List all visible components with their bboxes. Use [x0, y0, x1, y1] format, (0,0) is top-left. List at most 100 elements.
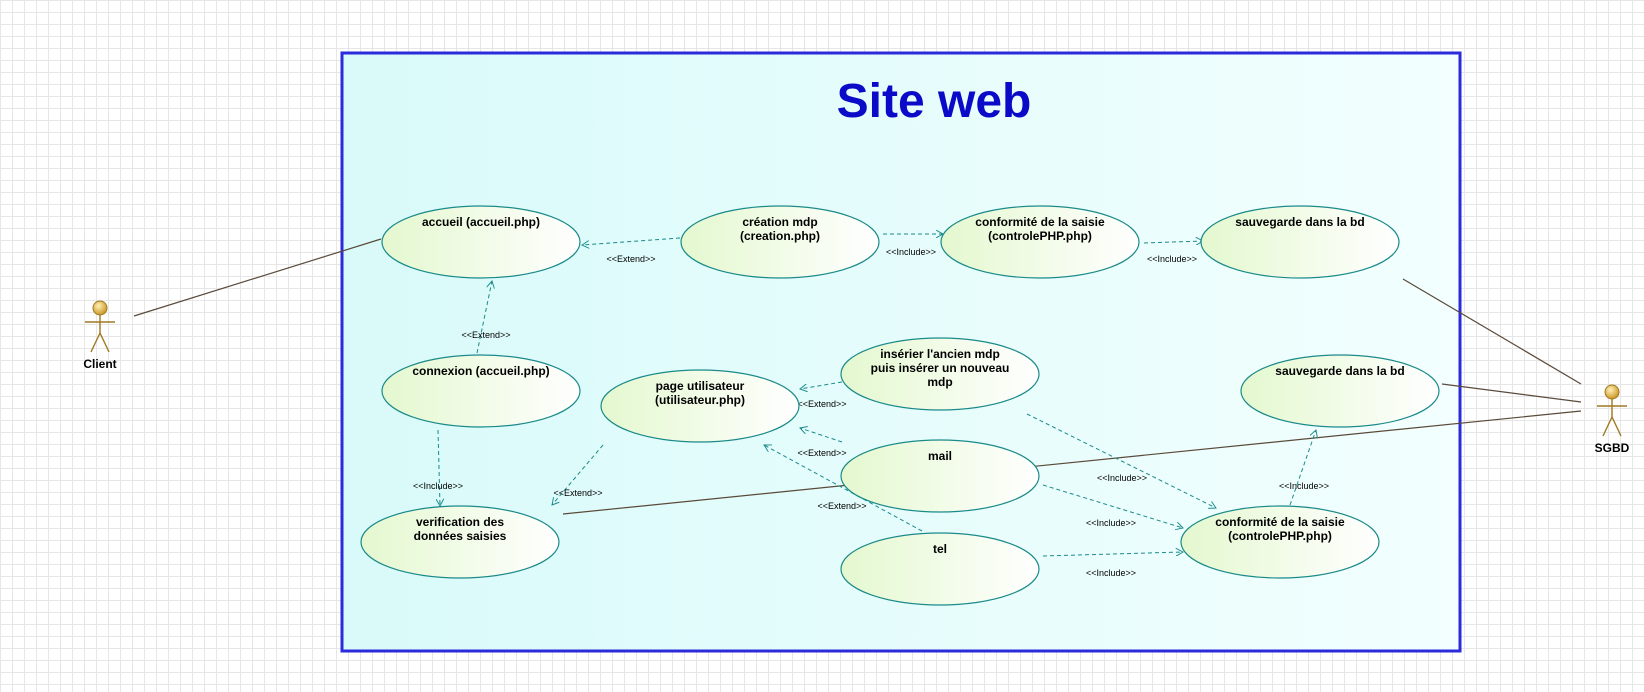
- actor-label: Client: [83, 357, 116, 371]
- use-case-label: création mdp: [742, 215, 817, 229]
- use-case-connexion[interactable]: connexion (accueil.php): [381, 354, 581, 428]
- use-case-label: puis insérer un nouveau: [871, 361, 1010, 375]
- include-relation-connexion-to-verification: <<Include>>: [413, 429, 463, 506]
- include-arrow: [1042, 484, 1183, 528]
- use-case-ellipse[interactable]: [840, 439, 1040, 513]
- use-case-ellipse[interactable]: [381, 354, 581, 428]
- actor-left-leg: [90, 332, 101, 353]
- use-case-conformite-2[interactable]: conformité de la saisie(controlePHP.php): [1180, 505, 1380, 579]
- include-arrow: [1042, 552, 1183, 557]
- use-case-label: tel: [933, 542, 947, 556]
- use-case-label: (controlePHP.php): [988, 229, 1092, 243]
- extend-arrow: [552, 444, 604, 505]
- include-relation-conformite_2-to-sauvegarde_2: <<Include>>: [1279, 430, 1329, 506]
- use-case-label: accueil (accueil.php): [422, 215, 540, 229]
- include-stereotype-label: <<Include>>: [1279, 481, 1329, 491]
- use-case-accueil[interactable]: accueil (accueil.php): [381, 205, 581, 279]
- actor-head-icon: [92, 300, 108, 316]
- actor-sgbd[interactable]: SGBD: [1595, 384, 1630, 455]
- extend-stereotype-label: <<Extend>>: [797, 448, 846, 458]
- use-case-label: données saisies: [414, 529, 507, 543]
- actor-left-leg: [1602, 416, 1613, 437]
- include-arrow: [1026, 413, 1216, 508]
- use-case-label: verification des: [416, 515, 504, 529]
- use-case-label: conformité de la saisie: [1215, 515, 1345, 529]
- use-case-conformite-1[interactable]: conformité de la saisie(controlePHP.php): [940, 205, 1140, 279]
- use-case-ellipse[interactable]: [840, 532, 1040, 606]
- use-case-ellipse[interactable]: [381, 205, 581, 279]
- use-case-creation-mdp[interactable]: création mdp(creation.php): [680, 205, 880, 279]
- use-case-ellipse[interactable]: [680, 205, 880, 279]
- use-case-sauvegarde-1[interactable]: sauvegarde dans la bd: [1200, 205, 1400, 279]
- include-stereotype-label: <<Include>>: [1086, 518, 1136, 528]
- include-arrow: [1143, 241, 1203, 243]
- extend-relation-mail-to-page_utilisateur: <<Extend>>: [797, 428, 847, 458]
- include-stereotype-label: <<Include>>: [1086, 568, 1136, 578]
- include-relation-conformite_1-to-sauvegarde_1: <<Include>>: [1143, 241, 1203, 264]
- use-case-label: conformité de la saisie: [975, 215, 1105, 229]
- extend-relation-page_utilisateur-to-verification: <<Extend>>: [552, 444, 604, 505]
- actor-right-leg: [1611, 416, 1622, 437]
- association-layer: [133, 238, 1582, 515]
- actor-label: SGBD: [1595, 441, 1630, 455]
- extend-relation-inserer_mdp-to-page_utilisateur: <<Extend>>: [797, 381, 847, 409]
- extend-stereotype-label: <<Extend>>: [797, 399, 846, 409]
- use-case-label: connexion (accueil.php): [412, 364, 549, 378]
- association-sgbd-verification: [562, 410, 1582, 515]
- use-case-label: (creation.php): [740, 229, 820, 243]
- extend-stereotype-label: <<Extend>>: [553, 488, 602, 498]
- extend-arrow: [764, 445, 923, 532]
- actor-right-leg: [99, 332, 110, 353]
- actor-client[interactable]: Client: [83, 300, 117, 371]
- use-case-label: insérier l'ancien mdp: [880, 347, 1000, 361]
- include-stereotype-label: <<Include>>: [1147, 254, 1197, 264]
- include-stereotype-label: <<Include>>: [886, 247, 936, 257]
- system-title: Site web: [837, 75, 1032, 128]
- extend-stereotype-label: <<Extend>>: [606, 254, 655, 264]
- include-stereotype-label: <<Include>>: [413, 481, 463, 491]
- use-case-label: page utilisateur: [656, 379, 745, 393]
- association-sgbd-sauvegarde_1: [1402, 278, 1582, 385]
- use-case-ellipse[interactable]: [1200, 205, 1400, 279]
- use-case-ellipse[interactable]: [600, 369, 800, 443]
- use-case-layer: accueil (accueil.php) création mdp(creati…: [360, 205, 1440, 606]
- use-case-label: sauvegarde dans la bd: [1275, 364, 1404, 378]
- include-relation-creation_mdp-to-conformite_1: <<Include>>: [883, 234, 943, 257]
- include-relation-mail-to-conformite_2: <<Include>>: [1042, 484, 1183, 528]
- extend-arrow: [800, 428, 843, 443]
- extend-arrow: [476, 281, 492, 354]
- extend-arrow: [582, 237, 681, 245]
- include-arrow: [438, 429, 440, 506]
- use-case-mail[interactable]: mail: [840, 439, 1040, 513]
- dependency-layer: <<Extend>> <<Include>> <<Include>> <<Extend…: [413, 234, 1329, 578]
- use-case-ellipse[interactable]: [840, 337, 1040, 411]
- use-case-page-utilisateur[interactable]: page utilisateur(utilisateur.php): [600, 369, 800, 443]
- extend-stereotype-label: <<Extend>>: [461, 330, 510, 340]
- use-case-tel[interactable]: tel: [840, 532, 1040, 606]
- use-case-ellipse[interactable]: [360, 505, 560, 579]
- association-sgbd-sauvegarde_2: [1441, 383, 1582, 403]
- actor-head-icon: [1604, 384, 1620, 400]
- use-case-ellipse[interactable]: [940, 205, 1140, 279]
- association-client-accueil: [133, 238, 382, 317]
- include-stereotype-label: <<Include>>: [1097, 473, 1147, 483]
- extend-arrow: [800, 381, 843, 389]
- use-case-label: mdp: [927, 375, 952, 389]
- extend-relation-creation_mdp-to-accueil: <<Extend>>: [582, 237, 681, 264]
- extend-stereotype-label: <<Extend>>: [817, 501, 866, 511]
- use-case-ellipse[interactable]: [1240, 354, 1440, 428]
- use-case-label: sauvegarde dans la bd: [1235, 215, 1364, 229]
- extend-relation-connexion-to-accueil: <<Extend>>: [461, 281, 511, 354]
- use-case-ellipse[interactable]: [1180, 505, 1380, 579]
- use-case-label: mail: [928, 449, 952, 463]
- use-case-sauvegarde-2[interactable]: sauvegarde dans la bd: [1240, 354, 1440, 428]
- extend-relation-tel-to-page_utilisateur: <<Extend>>: [764, 445, 923, 532]
- use-case-label: (controlePHP.php): [1228, 529, 1332, 543]
- include-relation-inserer_mdp-to-conformite_2: <<Include>>: [1026, 413, 1216, 508]
- use-case-label: (utilisateur.php): [655, 393, 745, 407]
- include-relation-tel-to-conformite_2: <<Include>>: [1042, 552, 1183, 578]
